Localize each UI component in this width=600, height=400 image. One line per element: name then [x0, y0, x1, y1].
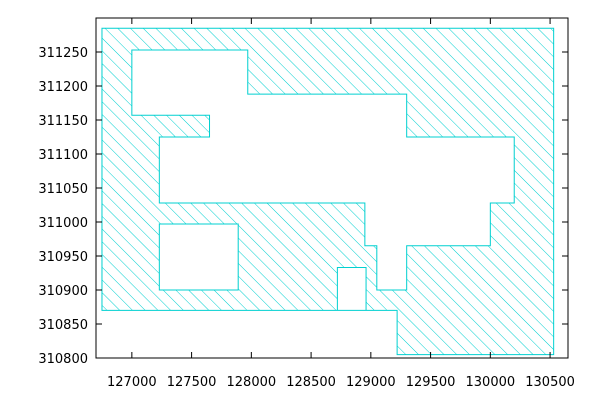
x-tick-label: 128000 [227, 375, 277, 390]
y-tick-label: 311150 [38, 114, 88, 129]
y-axis: 310800 310850 310900 310950 311000 311050 3111… [38, 46, 568, 367]
x-tick-label: 129500 [406, 375, 456, 390]
y-tick-label: 310850 [38, 318, 88, 333]
x-tick-label: 128500 [286, 375, 336, 390]
y-tick-label: 311250 [38, 46, 88, 61]
y-tick-label: 310950 [38, 250, 88, 265]
x-tick-label: 130000 [466, 375, 516, 390]
polygon-outer [101, 27, 555, 356]
x-tick-label: 127500 [167, 375, 217, 390]
x-axis: 127000 127500 128000 128500 129000 129500 1300… [107, 18, 575, 390]
x-tick-label: 129000 [346, 375, 396, 390]
y-tick-label: 311200 [38, 80, 88, 95]
x-tick-label: 130500 [525, 375, 575, 390]
y-tick-label: 310900 [38, 284, 88, 299]
y-tick-label: 311000 [38, 216, 88, 231]
y-tick-label: 311100 [38, 148, 88, 163]
y-tick-label: 310800 [38, 352, 88, 367]
polygons-layer [101, 27, 555, 356]
y-tick-label: 311050 [38, 182, 88, 197]
x-tick-label: 127000 [107, 375, 157, 390]
